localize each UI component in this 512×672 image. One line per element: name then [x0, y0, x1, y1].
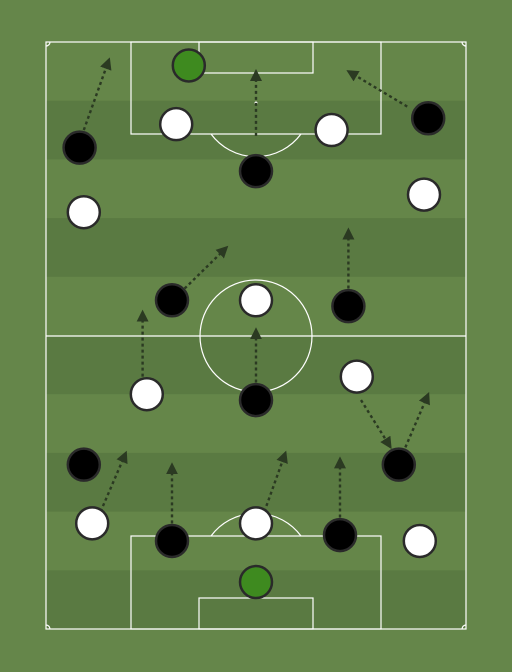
movement-arrow — [82, 57, 112, 131]
movement-arrows — [82, 57, 430, 524]
black-player-token — [238, 382, 274, 418]
pitch-stripe — [46, 218, 466, 278]
white-player-token — [314, 112, 349, 148]
movement-arrow — [183, 245, 229, 290]
black-player-token — [154, 523, 190, 559]
white-player-token — [402, 523, 438, 559]
black-player-token — [66, 447, 102, 482]
white-player-token — [406, 177, 442, 212]
black-player-token — [62, 130, 97, 165]
corner-arc-bottom-right — [461, 624, 467, 630]
white-player-token — [129, 376, 165, 412]
white-player-token — [339, 359, 375, 394]
black-player-token — [331, 288, 366, 324]
goalkeeper-token — [171, 48, 207, 83]
white-player-token — [74, 506, 110, 541]
white-player-token — [158, 106, 194, 142]
corner-arc-bottom-left — [45, 624, 51, 630]
movement-arrow — [99, 450, 128, 513]
black-player-token — [154, 283, 190, 318]
white-player-token — [66, 194, 102, 230]
black-player-token — [322, 517, 358, 553]
corner-arc-top-right — [461, 41, 467, 47]
white-player-token — [238, 506, 274, 541]
corner-arc-top-left — [45, 41, 51, 47]
white-player-token — [238, 283, 274, 318]
black-player-token — [410, 101, 446, 136]
black-player-token — [381, 447, 417, 482]
black-player-token — [238, 153, 274, 189]
players — [62, 48, 446, 600]
movement-arrow — [263, 450, 288, 513]
goalkeeper-token — [238, 564, 274, 600]
movement-arrow — [401, 391, 430, 454]
